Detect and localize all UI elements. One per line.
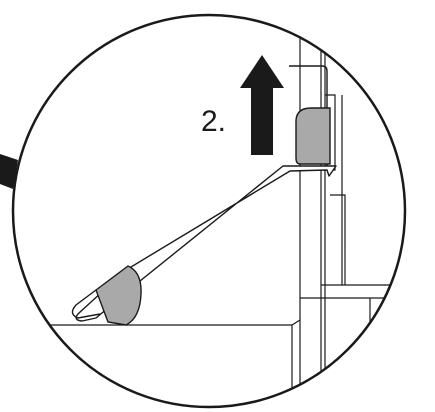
magnified-detail [13, 15, 405, 407]
step-number-label: 2. [201, 105, 226, 138]
bracket-bottom-hook [71, 289, 101, 319]
arrow-up-icon [240, 55, 284, 155]
wall-panel [299, 15, 405, 407]
magnifier-circle [11, 13, 407, 409]
left-edge-stub [0, 154, 18, 189]
lower-clip [95, 265, 142, 326]
upper-clip [295, 107, 331, 165]
bracket-top-hook [289, 65, 328, 168]
